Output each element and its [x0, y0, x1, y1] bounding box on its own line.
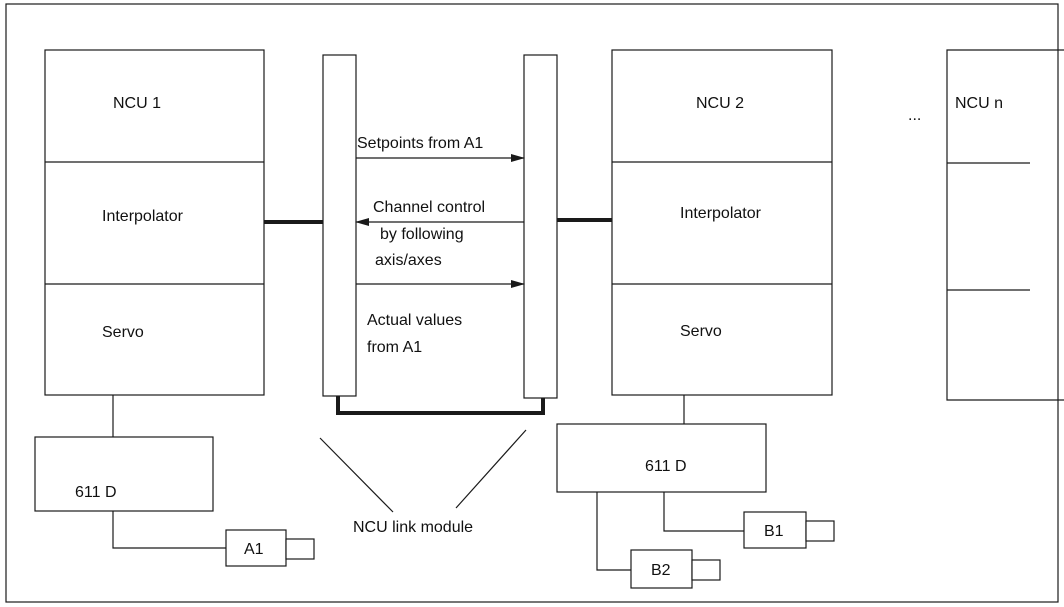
actual-values-label-line1: Actual values	[367, 312, 462, 329]
diagram-frame	[5, 3, 1059, 603]
motor-b1-shaft	[805, 520, 835, 542]
right-drive-611d	[556, 423, 767, 493]
link-module-bar-right	[523, 54, 558, 399]
ncu2-block: NCU 2 Interpolator Servo	[611, 49, 833, 396]
ncu2-interpolator-label: Interpolator	[680, 205, 762, 222]
link-module-callout-right	[455, 429, 527, 509]
motor-a1	[225, 529, 287, 567]
ncun-ellipsis: ...	[908, 107, 921, 124]
ncun-title: NCU n	[955, 95, 1003, 112]
motor-b2-label: B2	[651, 562, 671, 579]
link-module-ring	[336, 396, 545, 415]
channel-control-label-line2: by following	[380, 226, 464, 243]
motor-b1-label: B1	[764, 523, 784, 540]
link-module-label: NCU link module	[353, 519, 473, 536]
channel-control-label-line1: Channel control	[373, 199, 485, 216]
ncu1-block: NCU 1 Interpolator Servo	[44, 49, 265, 396]
motor-b2-shaft	[691, 559, 721, 581]
setpoints-label: Setpoints from A1	[357, 135, 483, 152]
link-module-bar-left	[322, 54, 357, 397]
right-drive-label: 611 D	[645, 458, 687, 475]
channel-control-label-line3: axis/axes	[375, 252, 442, 269]
left-drive-label: 611 D	[75, 484, 117, 501]
link-module-callout-left	[319, 437, 394, 513]
ncu2-servo-label: Servo	[680, 323, 722, 340]
left-drive-611d	[34, 436, 214, 512]
ncu1-servo-label: Servo	[102, 324, 144, 341]
ncu1-interpolator-label: Interpolator	[102, 208, 184, 225]
motor-b2	[630, 549, 693, 589]
ncu2-title: NCU 2	[696, 95, 744, 112]
motor-a1-label: A1	[244, 541, 264, 558]
ncun-block: NCU n ...	[908, 49, 1064, 401]
ncu1-title: NCU 1	[113, 95, 161, 112]
motor-b1	[743, 511, 807, 549]
motor-a1-shaft	[285, 538, 315, 560]
actual-values-label-line2: from A1	[367, 339, 422, 356]
